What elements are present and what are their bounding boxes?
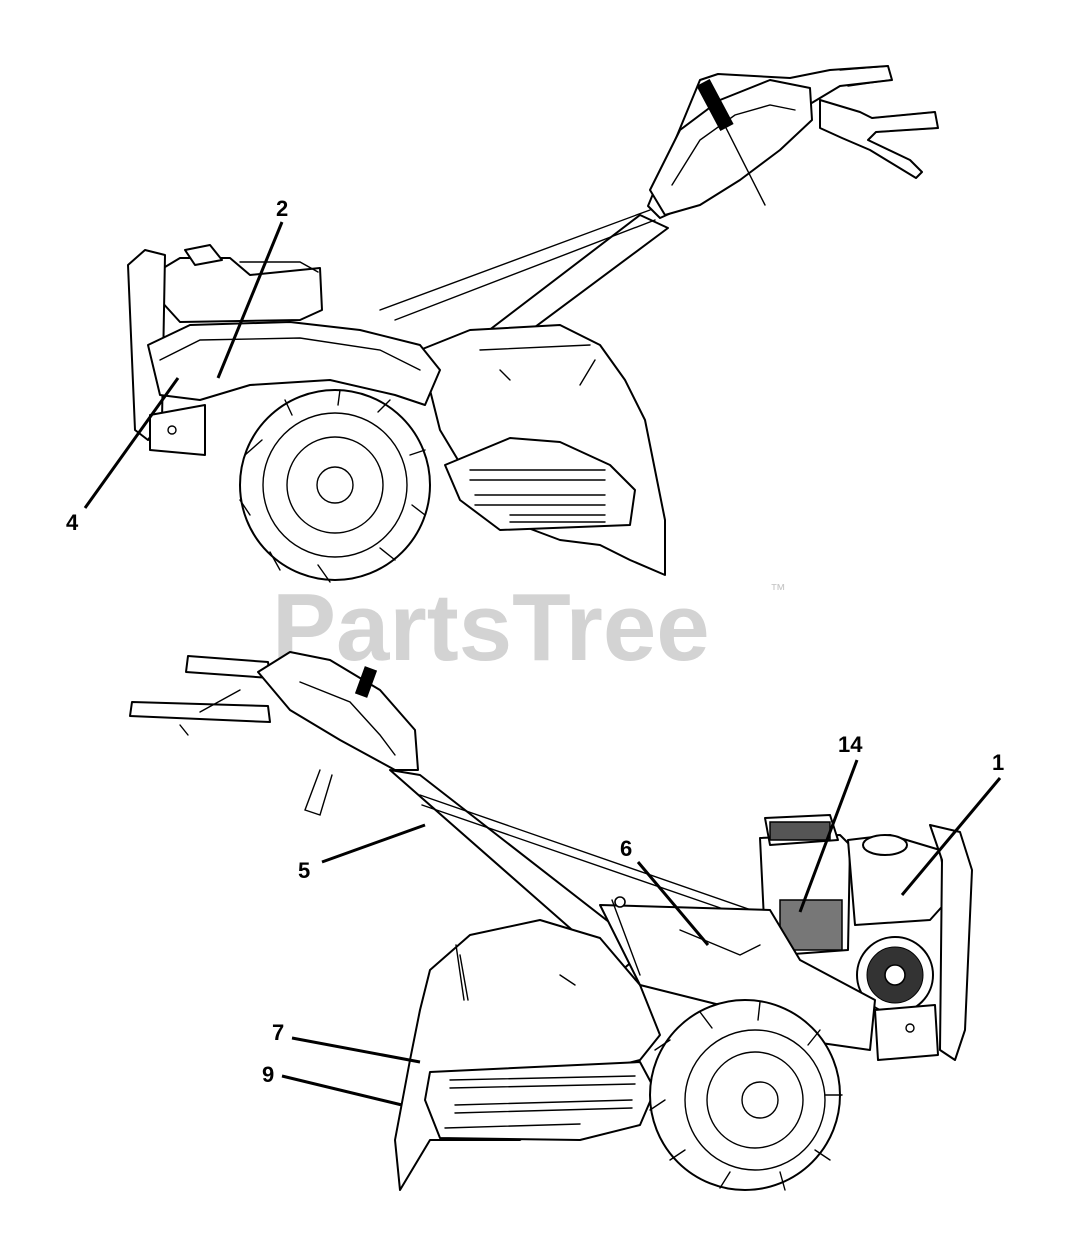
callout-label-5: 5: [298, 858, 310, 883]
callout-label-7: 7: [272, 1020, 284, 1045]
callout-1: 1: [900, 750, 1004, 896]
callout-9: 9: [262, 1062, 403, 1107]
callout-2: 2: [216, 196, 288, 379]
partstree-watermark: PartsTree ™: [272, 574, 786, 681]
tiller-top-illustration: [127, 65, 939, 583]
callout-label-6: 6: [620, 836, 632, 861]
tiller-bottom-illustration: [129, 651, 973, 1191]
callout-5: 5: [298, 823, 426, 883]
callout-14: 14: [798, 732, 863, 913]
callout-label-4: 4: [66, 510, 79, 535]
callout-label-1: 1: [992, 750, 1004, 775]
watermark-trademark: ™: [770, 582, 786, 599]
callout-7: 7: [272, 1020, 421, 1064]
callout-label-9: 9: [262, 1062, 274, 1087]
callout-4: 4: [66, 377, 180, 535]
watermark-text: PartsTree: [272, 574, 710, 681]
callout-6: 6: [620, 836, 710, 946]
callout-label-14: 14: [838, 732, 863, 757]
callout-label-2: 2: [276, 196, 288, 221]
